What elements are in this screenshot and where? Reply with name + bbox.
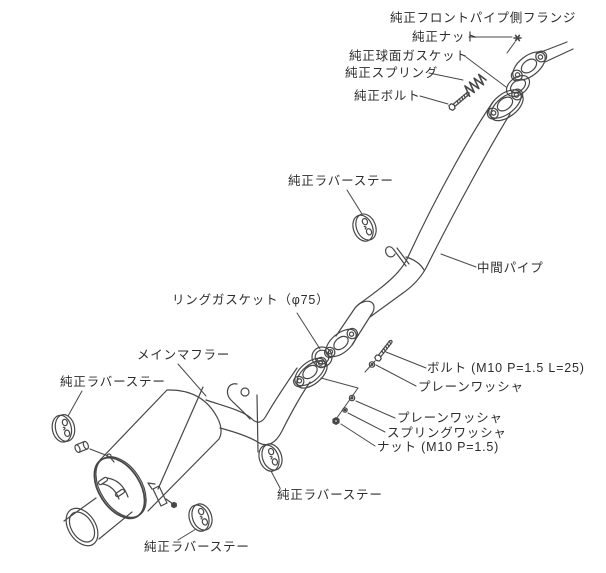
- muffler-rear-hanger-rod: [227, 384, 258, 452]
- label-rubber-stay-mid: 純正ラバーステー: [288, 174, 394, 188]
- muffler-front-hanger-rod: [74, 441, 114, 462]
- label-stock-bolt: 純正ボルト: [354, 89, 421, 103]
- label-spring-washer: スプリングワッシャ: [387, 426, 507, 440]
- leader-lines: [68, 37, 515, 540]
- label-bolt-m10: ボルト (M10 P=1.5 L=25): [427, 361, 585, 375]
- label-main-muffler: メインマフラー: [137, 348, 231, 362]
- rubber-stay-right-drawing: [254, 440, 287, 475]
- rubber-stay-bottom-drawing: [184, 500, 217, 535]
- label-plain-washer-lower: プレーンワッシャ: [397, 411, 503, 425]
- bolt-m10-drawing: [373, 337, 395, 363]
- center-pipe-drawing: [336, 102, 510, 345]
- label-stock-spherical-gasket: 純正球面ガスケット: [349, 49, 469, 63]
- plain-washer-upper-icon: [369, 362, 374, 367]
- label-rubber-stay-left: 純正ラバーステー: [60, 375, 166, 389]
- muffler-bottom-bracket: [148, 387, 203, 508]
- label-front-pipe-flange: 純正フロントパイプ側フランジ: [390, 11, 577, 25]
- muffler-inlet-pipe-drawing: [206, 368, 310, 445]
- label-center-pipe: 中間パイプ: [477, 261, 544, 275]
- stock-nut-icon: [514, 35, 521, 40]
- label-rubber-stay-right: 純正ラバーステー: [277, 488, 383, 502]
- label-plain-washer-upper: プレーンワッシャ: [418, 380, 524, 394]
- stock-spring-drawing: [463, 73, 488, 96]
- muffler-inlet-flange-drawing: [288, 351, 332, 393]
- muffler-tip-drawing: [60, 498, 132, 552]
- label-rubber-stay-bottom: 純正ラバーステー: [144, 540, 250, 554]
- spring-washer-icon: [343, 408, 347, 412]
- muffler-body-drawing: [84, 390, 221, 527]
- label-stock-spring: 純正スプリング: [345, 66, 439, 80]
- nut-m10-icon: [333, 418, 339, 425]
- plain-washer-lower-icon: [349, 395, 354, 400]
- label-stock-nut: 純正ナット: [412, 30, 479, 44]
- label-nut-m10: ナット (M10 P=1.5): [377, 440, 500, 454]
- rubber-stay-mid-drawing: [348, 210, 381, 245]
- center-pipe-end-flange-drawing: [481, 82, 529, 126]
- center-pipe-hanger-rod: [386, 247, 409, 266]
- label-ring-gasket: リングガスケット（φ75）: [172, 293, 330, 307]
- rubber-stay-left-drawing: [49, 412, 78, 445]
